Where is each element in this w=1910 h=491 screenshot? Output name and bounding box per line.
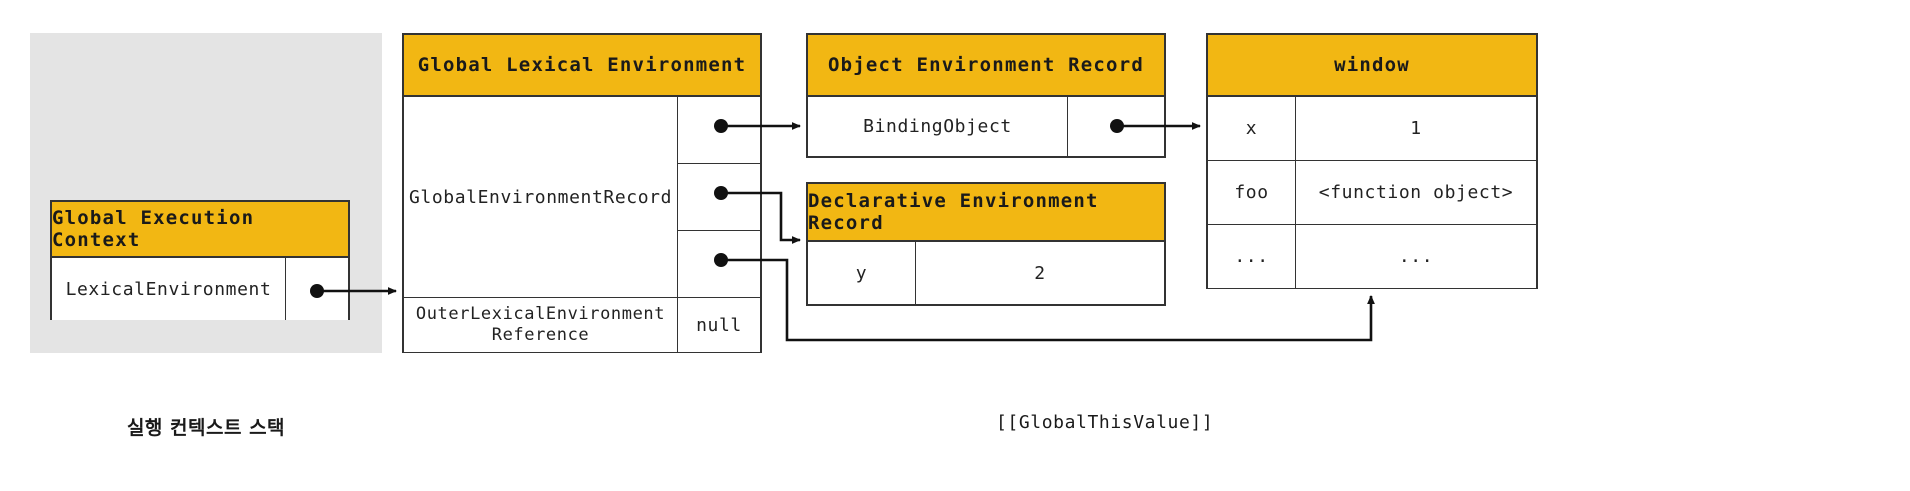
window-value-ellipsis: ...: [1296, 225, 1536, 288]
table-row: x 1: [1208, 97, 1536, 160]
object-environment-record-header: Object Environment Record: [808, 35, 1164, 97]
declarative-environment-record-box: Declarative Environment Record y 2: [806, 182, 1166, 306]
window-object-box: window x 1 foo <function object> ... ...: [1206, 33, 1538, 289]
global-execution-context-box: Global Execution Context LexicalEnvironm…: [50, 200, 350, 320]
record-slot-global-this: [678, 230, 760, 297]
global-environment-record-label: GlobalEnvironmentRecord: [404, 97, 678, 297]
window-key-foo: foo: [1208, 161, 1296, 224]
window-key-ellipsis: ...: [1208, 225, 1296, 288]
window-value-foo: <function object>: [1296, 161, 1536, 224]
binding-object-label: BindingObject: [808, 97, 1068, 156]
table-row: BindingObject: [808, 97, 1164, 156]
table-row: foo <function object>: [1208, 160, 1536, 224]
table-row: GlobalEnvironmentRecord: [404, 97, 760, 297]
table-row: y 2: [808, 242, 1164, 304]
table-row: OuterLexicalEnvironment Reference null: [404, 297, 760, 352]
table-row: LexicalEnvironment: [52, 258, 348, 320]
window-key-x: x: [1208, 97, 1296, 160]
outer-label-line2: Reference: [491, 325, 590, 345]
table-row: ... ...: [1208, 224, 1536, 288]
binding-key-y: y: [808, 242, 916, 304]
global-execution-context-header: Global Execution Context: [52, 202, 348, 258]
lexical-environment-pointer-cell: [286, 258, 348, 320]
record-slot-declarative-env: [678, 163, 760, 230]
global-environment-record-slots: [678, 97, 760, 297]
execution-context-stack-caption: 실행 컨텍스트 스택: [126, 417, 286, 439]
object-environment-record-box: Object Environment Record BindingObject: [806, 33, 1166, 158]
global-lexical-environment-header: Global Lexical Environment: [404, 35, 760, 97]
binding-object-pointer-cell: [1068, 97, 1164, 156]
outer-lexical-environment-reference-label: OuterLexicalEnvironment Reference: [404, 298, 678, 352]
global-lexical-environment-box: Global Lexical Environment GlobalEnviron…: [402, 33, 762, 353]
record-slot-object-env: [678, 97, 760, 163]
window-value-x: 1: [1296, 97, 1536, 160]
declarative-environment-record-header: Declarative Environment Record: [808, 184, 1164, 242]
outer-lexical-environment-reference-value: null: [678, 298, 760, 352]
lexical-environment-label: LexicalEnvironment: [52, 258, 286, 320]
globalthisvalue-label: [[GlobalThisValue]]: [996, 412, 1214, 433]
outer-label-line1: OuterLexicalEnvironment: [415, 303, 666, 324]
binding-value-y: 2: [916, 242, 1164, 304]
window-object-header: window: [1208, 35, 1536, 97]
